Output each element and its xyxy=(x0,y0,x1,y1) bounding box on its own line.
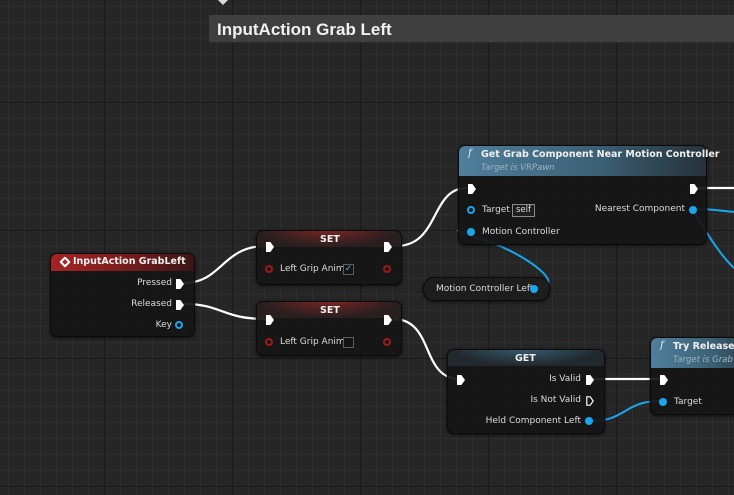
set-node-2-bool-in-pin[interactable] xyxy=(265,338,273,346)
set-node-1-var-label: Left Grip Anim xyxy=(280,264,345,274)
wire-pressed-to-set1 xyxy=(183,244,267,285)
get-node-held-pin[interactable] xyxy=(585,417,593,425)
function-node-try-release[interactable]: f Try Release Target is Grab C Target xyxy=(650,337,734,415)
function-node-header[interactable]: f Get Grab Component Near Motion Control… xyxy=(459,146,719,176)
pressed-label: Pressed xyxy=(137,278,172,288)
comment-collapse-marker[interactable] xyxy=(218,0,228,5)
get-node-is-not-valid-pin[interactable] xyxy=(586,396,594,406)
try-release-subtitle: Target is Grab C xyxy=(673,355,734,365)
function-node-subtitle: Target is VRPawn xyxy=(481,163,555,173)
try-release-target-pin[interactable] xyxy=(659,398,667,406)
get-node-title: GET xyxy=(515,353,536,364)
function-exec-in[interactable] xyxy=(468,184,476,194)
function-motion-controller-pin[interactable] xyxy=(467,228,475,236)
set-node-1-bool-out-pin[interactable] xyxy=(383,265,391,273)
released-exec-pin[interactable] xyxy=(176,300,184,310)
get-node-is-not-valid-label: Is Not Valid xyxy=(530,395,581,405)
function-target-self-value[interactable]: self xyxy=(512,204,536,217)
function-output-label: Nearest Component xyxy=(594,204,685,214)
set-node-2-bool-out-pin[interactable] xyxy=(383,338,391,346)
wire-released-to-set2 xyxy=(183,302,267,321)
set-node-1-bool-in-pin[interactable] xyxy=(265,265,273,273)
function-target-pin[interactable] xyxy=(467,206,475,214)
get-node-held-label: Held Component Left xyxy=(485,416,581,426)
wire-set1-to-func xyxy=(395,186,468,248)
function-node-title: Get Grab Component Near Motion Controlle… xyxy=(481,149,720,160)
event-node-title: InputAction GrabLeft xyxy=(73,256,186,267)
pressed-exec-pin[interactable] xyxy=(176,279,184,289)
try-release-exec-in[interactable] xyxy=(660,375,668,385)
try-release-target-label: Target xyxy=(674,397,702,407)
set-node-2-var-label: Left Grip Anim xyxy=(280,337,345,347)
key-pin[interactable] xyxy=(175,321,183,329)
function-output-pin[interactable] xyxy=(689,206,697,214)
function-exec-out[interactable] xyxy=(690,184,698,194)
set-node-2-exec-in[interactable] xyxy=(266,315,274,325)
variable-node-output-pin[interactable] xyxy=(530,285,538,293)
get-node-is-valid-label: Is Valid xyxy=(549,374,581,384)
function-target-label: Target xyxy=(482,205,510,215)
set-node-1-checkbox[interactable]: ✓ xyxy=(343,264,354,275)
variable-node-motion-controller-left[interactable]: Motion Controller Left xyxy=(423,277,550,301)
set-node-2-header[interactable]: SET xyxy=(257,302,401,318)
set-node-1-exec-out[interactable] xyxy=(384,242,392,252)
set-node-2-exec-out[interactable] xyxy=(384,315,392,325)
try-release-title: Try Release xyxy=(673,341,734,352)
set-node-left-grip-anim-true[interactable]: SET Left Grip Anim ✓ xyxy=(256,230,402,285)
function-node-get-grab-component[interactable]: f Get Grab Component Near Motion Control… xyxy=(458,145,719,245)
set-node-2-title: SET xyxy=(320,305,340,316)
get-node-exec-in[interactable] xyxy=(457,375,465,385)
released-label: Released xyxy=(131,299,172,309)
try-release-header[interactable]: f Try Release Target is Grab C xyxy=(651,338,734,368)
set-node-left-grip-anim-false[interactable]: SET Left Grip Anim xyxy=(256,301,402,356)
set-node-1-title: SET xyxy=(320,234,340,245)
get-node-header[interactable]: GET xyxy=(448,350,604,366)
function-icon: f xyxy=(468,148,472,159)
set-node-1-header[interactable]: SET xyxy=(257,231,401,247)
comment-box-title[interactable]: InputAction Grab Left xyxy=(209,15,734,43)
event-node-header[interactable]: InputAction GrabLeft xyxy=(51,254,194,271)
get-node-is-valid-pin[interactable] xyxy=(586,375,594,385)
variable-node-label: Motion Controller Left xyxy=(436,284,534,294)
get-node-held-component-left[interactable]: GET Is Valid Is Not Valid Held Component… xyxy=(447,349,605,434)
event-node-inputaction-grableft[interactable]: InputAction GrabLeft Pressed Released Ke… xyxy=(50,253,195,337)
function-motion-controller-label: Motion Controller xyxy=(482,227,560,237)
key-label: Key xyxy=(155,320,172,330)
hollow-exec-arrow-icon xyxy=(586,396,594,406)
set-node-1-exec-in[interactable] xyxy=(266,242,274,252)
event-diamond-icon xyxy=(59,256,71,268)
set-node-2-checkbox[interactable] xyxy=(343,337,354,348)
try-release-function-icon: f xyxy=(660,340,664,351)
